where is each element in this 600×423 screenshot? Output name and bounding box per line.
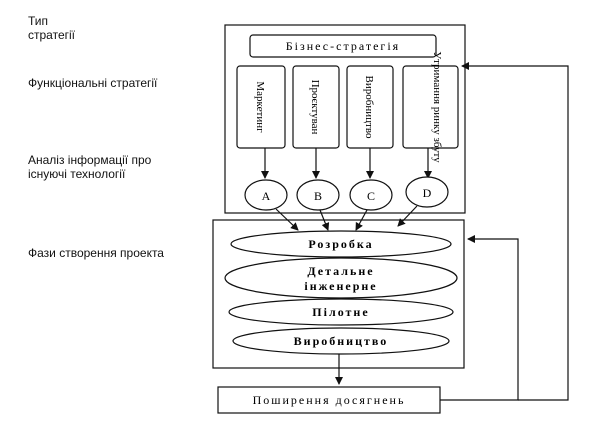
phase-development	[230, 230, 452, 258]
phase-pilot	[228, 298, 454, 326]
business-strategy-box	[249, 34, 437, 58]
functional-box-market-retention	[402, 65, 459, 149]
feedback-to-market-retention	[461, 62, 569, 401]
tech-node-d-label: D	[423, 186, 432, 200]
functional-box-production-label: Виробництво	[363, 76, 375, 139]
tech-node-d	[405, 176, 449, 208]
functional-box-market-retention-label: Утримання ринку збуту	[431, 51, 443, 163]
functional-box-marketing	[236, 65, 286, 149]
strategy-frame	[224, 24, 466, 214]
phase-detailed-engineering	[224, 257, 458, 299]
tech-node-a-label: A	[262, 189, 271, 203]
dissemination-box	[217, 386, 441, 414]
label-functional-strategies: Функціональні стратегії	[28, 76, 158, 90]
phase-detailed-engineering-label-2: інженерне	[304, 279, 377, 293]
tech-node-b	[296, 179, 340, 211]
tech-node-b-label: B	[314, 189, 322, 203]
arrow-d-to-development	[397, 205, 418, 227]
phase-development-label: Розробка	[308, 237, 373, 251]
label-strategy-type: Тип стратегії	[28, 14, 75, 42]
tech-node-c	[349, 179, 393, 211]
phase-production-label: Виробництво	[294, 334, 389, 348]
functional-box-design-label: Проєктуван	[309, 80, 321, 135]
business-strategy-label: Бізнес-стратегія	[286, 39, 400, 53]
label-project-phases: Фази створення проекта	[28, 246, 164, 260]
tech-node-a	[244, 179, 288, 211]
functional-box-marketing-label: Маркетинг	[254, 81, 266, 133]
dissemination-label: Поширення досягнень	[253, 393, 406, 407]
label-technology-analysis: Аналіз інформації про існуючі технології	[28, 153, 152, 181]
feedback-to-phases	[440, 235, 519, 401]
phase-detailed-engineering-label-1: Детальне	[307, 264, 374, 278]
phase-production	[232, 327, 450, 355]
phase-pilot-label: Пілотне	[312, 305, 369, 319]
tech-node-c-label: C	[367, 189, 375, 203]
